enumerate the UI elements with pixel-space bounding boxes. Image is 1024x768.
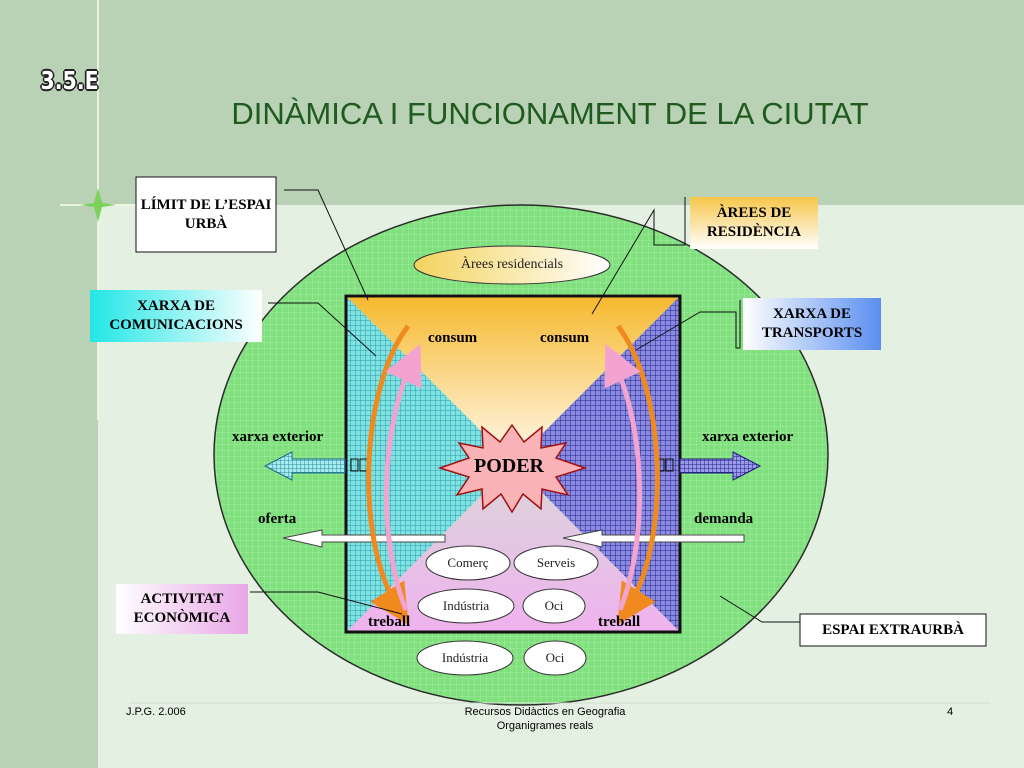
poder-label: PODER [474, 455, 544, 477]
treball-right-label: treball [598, 614, 641, 630]
connector-comunicacions [268, 302, 377, 357]
connector-limit [284, 189, 369, 301]
bottom-triangle [346, 463, 680, 632]
oval-oci-out-label: Oci [545, 650, 565, 665]
oval-oci-out [523, 640, 587, 676]
connector-transports [635, 300, 741, 351]
oval-comerc-label: Comerç [447, 555, 489, 570]
oferta-label: oferta [258, 511, 297, 527]
connector-extraurba [719, 595, 800, 623]
footer-author: J.P.G. 2.006 [126, 706, 186, 718]
oval-residencials-label: Àrees residencials [460, 257, 564, 272]
xarxa-left-arrow [263, 451, 346, 481]
xarxa-exterior-left-label: xarxa exterior [232, 429, 324, 445]
oval-residencials [413, 245, 611, 285]
pink-arrow-left [383, 343, 422, 611]
xarxa-exterior-right-label: xarxa exterior [702, 429, 794, 445]
oval-industria-in-label: Indústria [442, 598, 490, 613]
callout-transports: XARXA DE TRANSPORTS [761, 306, 863, 341]
connector-activitat [250, 591, 403, 615]
poder-starburst [437, 423, 588, 514]
oval-industria-out [416, 640, 514, 676]
pink-arrow-right [604, 343, 643, 611]
oval-industria-out-label: Indústria [441, 650, 489, 665]
oval-oci-in-label: Oci [544, 598, 564, 613]
slide-number: 3.5.E [40, 66, 99, 95]
oval-serveis [513, 545, 599, 581]
demanda-label: demanda [694, 511, 754, 527]
top-triangle [346, 296, 680, 463]
oval-oci-in [522, 588, 586, 624]
callout-comunicacions: XARXA DE COMUNICACIONS [109, 298, 243, 333]
footer-source-line1: Recursos Didàctics en Geografia [464, 706, 626, 718]
footer-page-number: 4 [946, 706, 954, 718]
connector-arees [591, 197, 686, 315]
callout-activitat: ACTIVITAT ECONÒMICA [133, 591, 231, 626]
consum-right-label: consum [540, 330, 590, 346]
xarxa-right-arrow [679, 451, 762, 481]
callout-arees: ÀREES DE RESIDÈNCIA [706, 205, 802, 240]
page-title: DINÀMICA I FUNCIONAMENT DE LA CIUTAT [231, 96, 869, 131]
oval-industria-in [417, 588, 515, 624]
callout-extraurba: ESPAI EXTRAURBÀ [822, 621, 964, 638]
treball-left-label: treball [368, 614, 411, 630]
callout-limit: LÍMIT DE L’ESPAI URBÀ [140, 196, 272, 232]
footer-source-line2: Organigrames reals [496, 720, 594, 732]
oferta-arrow [282, 529, 446, 548]
oval-comerc [425, 545, 511, 581]
oval-serveis-label: Serveis [536, 555, 576, 570]
consum-left-label: consum [428, 330, 478, 346]
